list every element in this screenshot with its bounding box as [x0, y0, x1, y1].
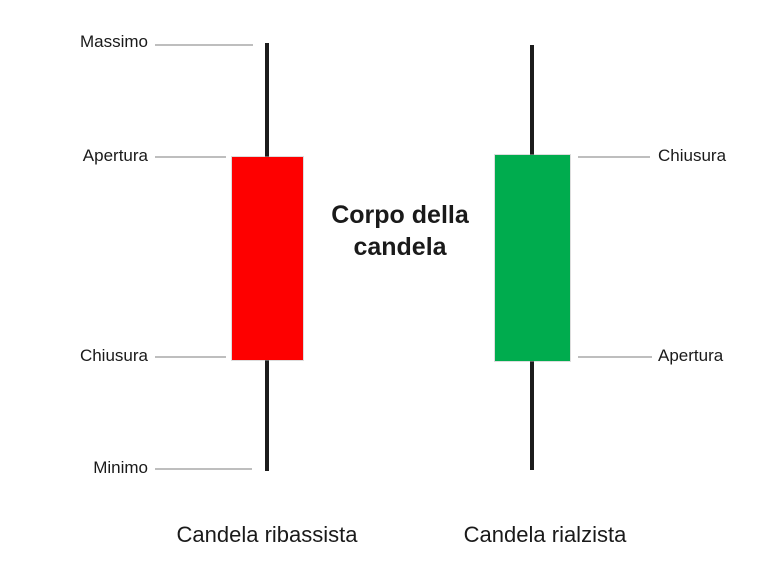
- bearish-candle-body: [232, 157, 303, 360]
- label-high-bearish: Massimo: [79, 32, 148, 51]
- label-low-bearish: Minimo: [93, 458, 148, 477]
- label-open-bearish: Apertura: [82, 146, 148, 165]
- pointer-line-low-bearish: [155, 468, 252, 470]
- bullish-candle-body: [495, 155, 570, 361]
- label-open-bullish: Apertura: [658, 346, 724, 365]
- candle-body-annotation-line2: candela: [353, 233, 447, 261]
- label-close-bearish: Chiusura: [79, 346, 148, 365]
- candle-body-annotation-line1: Corpo della: [331, 201, 469, 229]
- bullish-candle-caption: Candela rialzista: [463, 522, 627, 547]
- pointer-line-high-bearish: [155, 44, 253, 46]
- label-close-bullish: Chiusura: [658, 146, 727, 165]
- pointer-line-open-bullish: [578, 356, 652, 358]
- candle-body-annotation: Corpo della candela: [290, 199, 510, 263]
- pointer-line-open-bearish: [155, 156, 226, 158]
- bearish-candle-caption: Candela ribassista: [176, 522, 358, 547]
- pointer-line-close-bullish: [578, 156, 650, 158]
- pointer-line-close-bearish: [155, 356, 226, 358]
